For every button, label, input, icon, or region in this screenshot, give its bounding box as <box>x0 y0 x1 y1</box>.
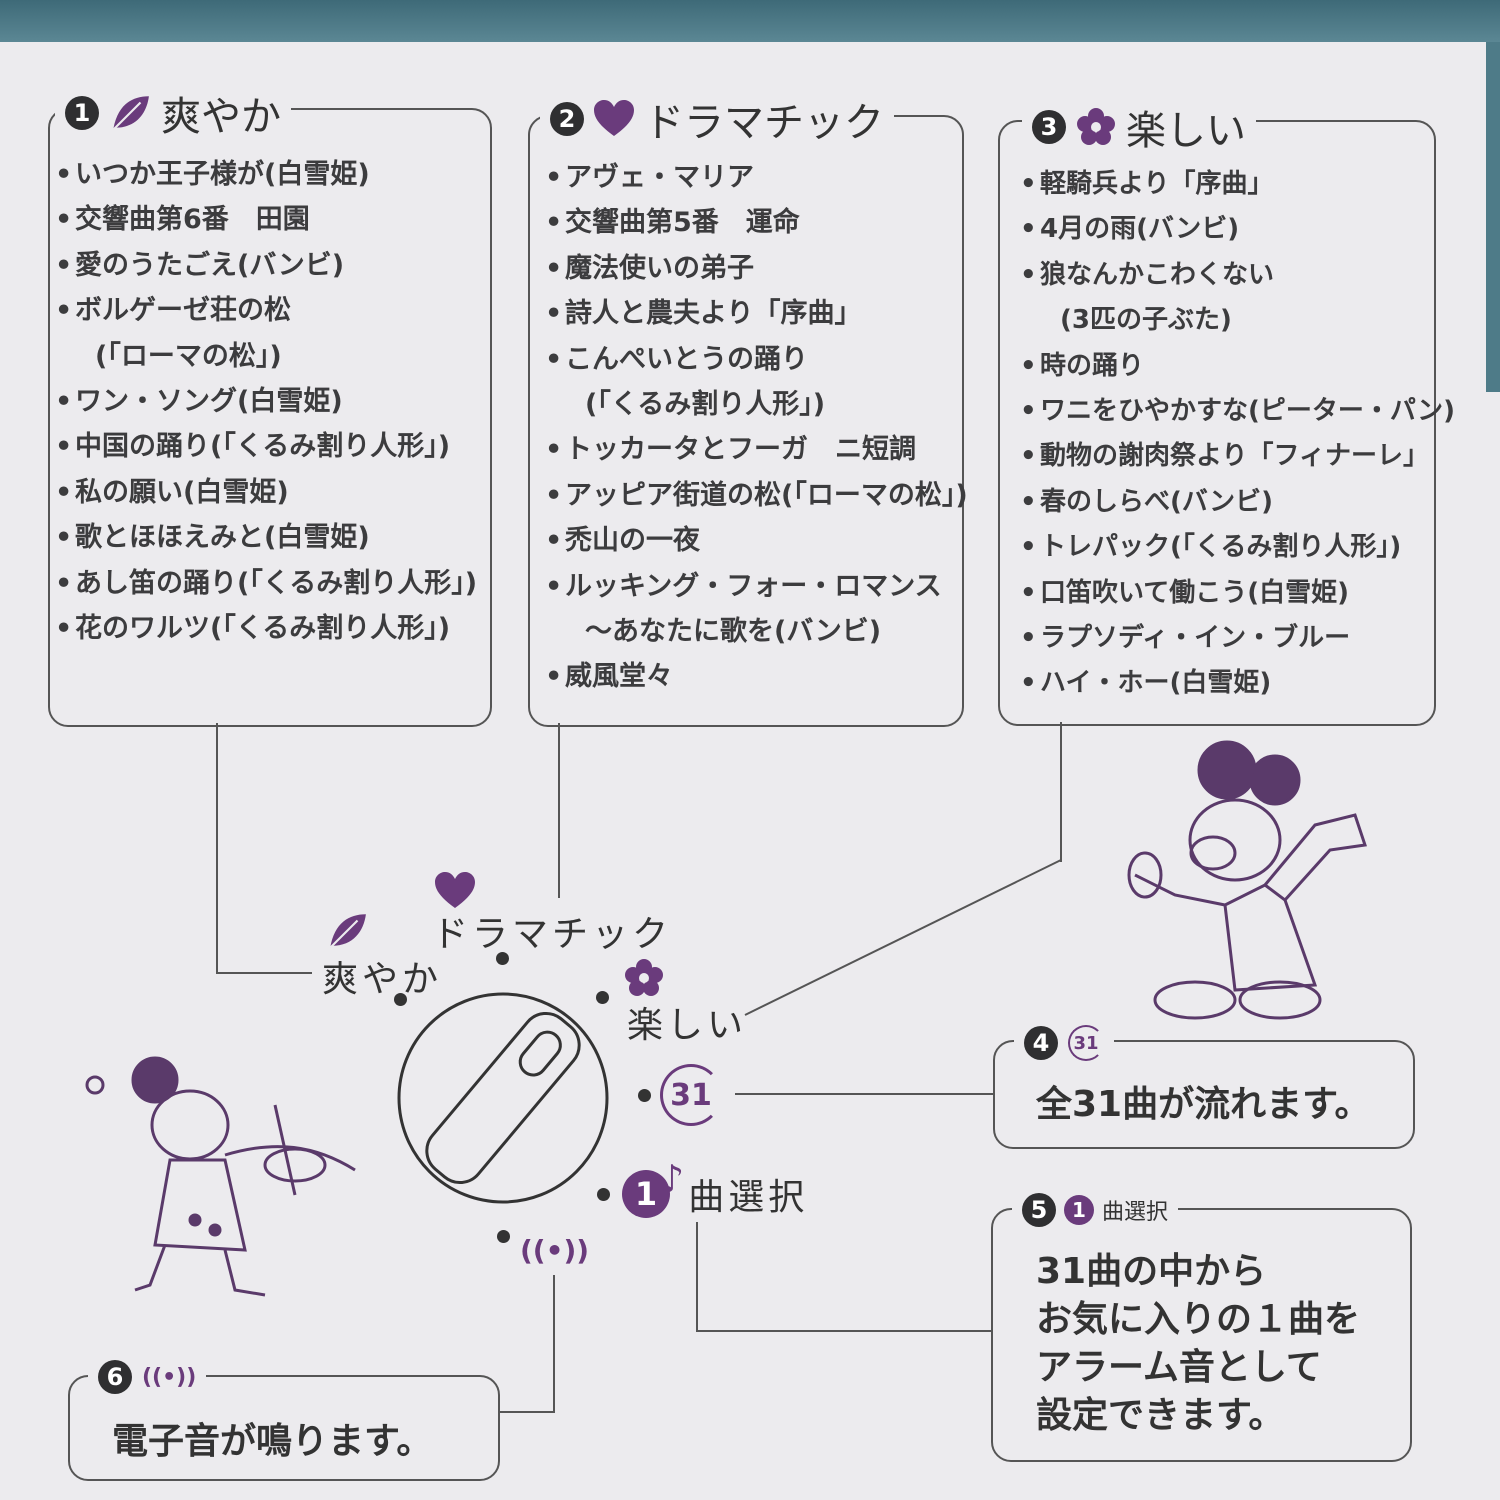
list-item: •ルッキング・フォー・ロマンス <box>545 570 942 602</box>
list-item: •トレパック(「くるみ割り人形」) <box>1020 532 1402 563</box>
info-beep-box <box>68 1375 500 1481</box>
section-dramatic-header: 2 ドラマチック <box>540 90 894 148</box>
connector-beep <box>553 1275 555 1413</box>
info-select-badge-text: 曲選択 <box>1102 1200 1169 1225</box>
list-item: •春のしらべ(バンビ) <box>1020 486 1274 517</box>
list-item: •あし笛の踊り(「くるみ割り人形」) <box>55 567 478 599</box>
leaf-icon <box>112 96 149 131</box>
dial-position-dot <box>496 952 509 965</box>
list-item: •ハイ・ホー(白雪姫) <box>1020 668 1272 699</box>
list-item: •魔法使いの弟子 <box>545 252 754 284</box>
section-title: ドラマチック <box>644 100 884 146</box>
dial-position-dot <box>596 991 609 1004</box>
list-item: •軽騎兵より「序曲」 <box>1020 169 1274 199</box>
song-list-fun: •軽騎兵より「序曲」 •4月の雨(バンビ) •狼なんかこわくない (3匹の子ぶた… <box>1020 162 1455 707</box>
list-item: •花のワルツ(「くるみ割り人形」) <box>55 613 451 645</box>
minnie-sketch-illustration <box>85 1056 356 1297</box>
song-select-number: 1 <box>622 1170 670 1218</box>
info-beep-text: 電子音が鳴ります。 <box>112 1421 433 1462</box>
list-item: (「ローマの松」) <box>95 340 282 372</box>
list-item: (3匹の子ぶた) <box>1060 305 1232 336</box>
list-item: •アッピア街道の松(「ローマの松」) <box>545 479 968 511</box>
list-item: •ワン・ソング(白雪姫) <box>55 386 343 418</box>
list-item: (「くるみ割り人形」) <box>585 389 826 421</box>
heart-icon <box>594 100 634 136</box>
list-item: •詩人と農夫より「序曲」 <box>545 298 862 330</box>
list-item: •動物の謝肉祭より「フィナーレ」 <box>1020 441 1429 472</box>
heart-icon <box>435 872 475 908</box>
list-item: •いつか王子様が(白雪姫) <box>55 159 370 190</box>
song-select-number: 1 <box>1064 1195 1094 1225</box>
list-item: •交響曲第5番 運命 <box>545 207 800 239</box>
dial-position-dot <box>597 1188 610 1201</box>
info-all-text: 全31曲が流れます。 <box>1036 1084 1371 1125</box>
list-item: •アヴェ・マリア <box>545 162 754 193</box>
list-item: •禿山の一夜 <box>545 525 700 557</box>
dial-label-fun: 楽しい <box>627 1005 748 1046</box>
list-item: •ラプソディ・イン・ブルー <box>1020 623 1351 654</box>
connector-beep <box>498 1411 555 1413</box>
connector-all <box>735 1093 993 1095</box>
dial-label-dramatic: ドラマチック <box>432 914 673 955</box>
list-item: •交響曲第6番 田園 <box>55 204 310 236</box>
info-select-box <box>991 1208 1412 1462</box>
box-side-band <box>1486 42 1500 392</box>
section-fun-header: 3 楽しい <box>1022 98 1256 156</box>
connector-dramatic <box>558 723 560 898</box>
list-item: •口笛吹いて働こう(白雪姫) <box>1020 577 1349 608</box>
list-item: •ボルゲーゼ荘の松 <box>55 295 291 327</box>
list-item: •愛のうたごえ(バンビ) <box>55 249 345 281</box>
info-select-text: 31曲の中から お気に入りの１曲を アラーム音として 設定できます。 <box>1036 1251 1361 1436</box>
repeat-all-icon: 31 <box>660 1064 722 1126</box>
list-item: •狼なんかこわくない <box>1020 259 1275 290</box>
box-top-band <box>0 0 1500 42</box>
connector-refreshing <box>216 723 218 973</box>
list-item: •威風堂々 <box>545 661 673 693</box>
flower-icon <box>1077 108 1115 145</box>
mode-dial <box>397 992 609 1204</box>
connector-select <box>696 1330 992 1332</box>
list-item: •私の願い(白雪姫) <box>55 476 289 508</box>
section-title: 爽やか <box>161 94 281 140</box>
list-item: •歌とほほえみと(白雪姫) <box>55 522 370 554</box>
mickey-sketch-illustration <box>1127 740 1367 1020</box>
list-item: ～あなたに歌を(バンビ) <box>585 616 882 648</box>
song-select-label: 1 ♪ 曲選択 <box>622 1157 808 1220</box>
dial-position-dot <box>497 1230 510 1243</box>
list-item: •時の踊り <box>1020 350 1145 381</box>
list-item: •中国の踊り(「くるみ割り人形」) <box>55 431 451 463</box>
leaf-icon <box>329 914 366 949</box>
dial-label-refreshing: 爽やか <box>322 959 443 1000</box>
section-number: 2 <box>550 102 584 136</box>
info-all-box <box>993 1040 1415 1149</box>
beep-icon: ((•)) <box>520 1234 590 1267</box>
info-beep-header: 6 ((•)) <box>88 1360 207 1394</box>
dial-position-dot <box>394 993 407 1006</box>
connector-fun <box>1060 722 1062 862</box>
section-refreshing-header: 1 爽やか <box>55 84 291 142</box>
list-item: •トッカータとフーガ ニ短調 <box>545 434 916 466</box>
dial-position-dot <box>638 1089 651 1102</box>
list-item: •こんぺいとうの踊り <box>545 343 808 375</box>
section-number: 3 <box>1032 110 1066 144</box>
info-all-header: 4 31 <box>1014 1025 1114 1061</box>
song-list-refreshing: •いつか王子様が(白雪姫) •交響曲第6番 田園 •愛のうたごえ(バンビ) •ボ… <box>55 152 477 651</box>
connector-refreshing <box>216 972 312 974</box>
repeat-all-icon: 31 <box>1068 1025 1104 1061</box>
section-number: 1 <box>65 96 99 130</box>
flower-icon <box>625 959 663 996</box>
info-select-header: 5 1 曲選択 <box>1012 1193 1179 1227</box>
list-item: •4月の雨(バンビ) <box>1020 214 1240 245</box>
music-note-icon: ♪ <box>660 1157 685 1201</box>
beep-icon: ((•)) <box>142 1364 197 1390</box>
connector-select <box>696 1222 698 1332</box>
section-title: 楽しい <box>1126 108 1246 154</box>
connector-fun-diagonal <box>744 859 1062 1016</box>
song-list-dramatic: •アヴェ・マリア •交響曲第5番 運命 •魔法使いの弟子 •詩人と農夫より「序曲… <box>545 155 968 700</box>
list-item: •ワニをひやかすな(ピーター・パン) <box>1020 396 1456 427</box>
